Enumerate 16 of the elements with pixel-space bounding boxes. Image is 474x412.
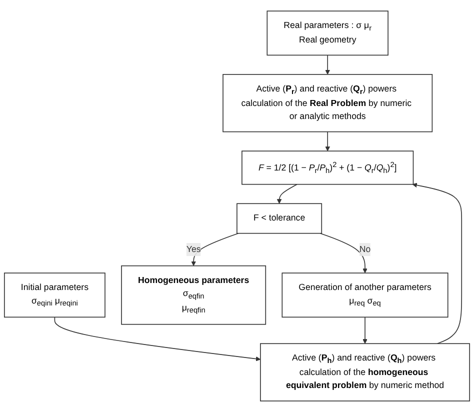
- arrow: [320, 232, 368, 274]
- arrow: [362, 316, 368, 344]
- edge-label: No: [359, 244, 371, 254]
- node-box: Active (P$_{h}$) and reactive (Q$_{h}$) powers calculation of the homogeneous equivalent problem by numeric method: [260, 343, 470, 402]
- arrow: [412, 182, 462, 344]
- arrow: [54, 316, 261, 362]
- edge-label: Yes: [186, 244, 201, 254]
- node-box: Active (P$_{r}$) and reactive (Q$_{r}$) powers calculation of the Real Problem by numeric or analytic methods: [222, 74, 433, 132]
- node-box: F < tolerance: [236, 203, 322, 234]
- arrow: [325, 131, 330, 152]
- arrow: [325, 54, 330, 75]
- node-box: F = 1/2 [(1 − P$_{r}$/P$_{h}$)$^{2}$ + (1 − Q$_{r}$/Q$_{h}$)$^{2}$]: [242, 150, 414, 185]
- node-box: Generation of another parameters μ$_{r}$$_{eq}$ σ$_{eq}$: [282, 272, 448, 318]
- arrow: [276, 184, 298, 204]
- node-box: Real parameters : σ μ$_{r}$ Real geometry: [266, 10, 388, 56]
- arrow: [191, 232, 239, 266]
